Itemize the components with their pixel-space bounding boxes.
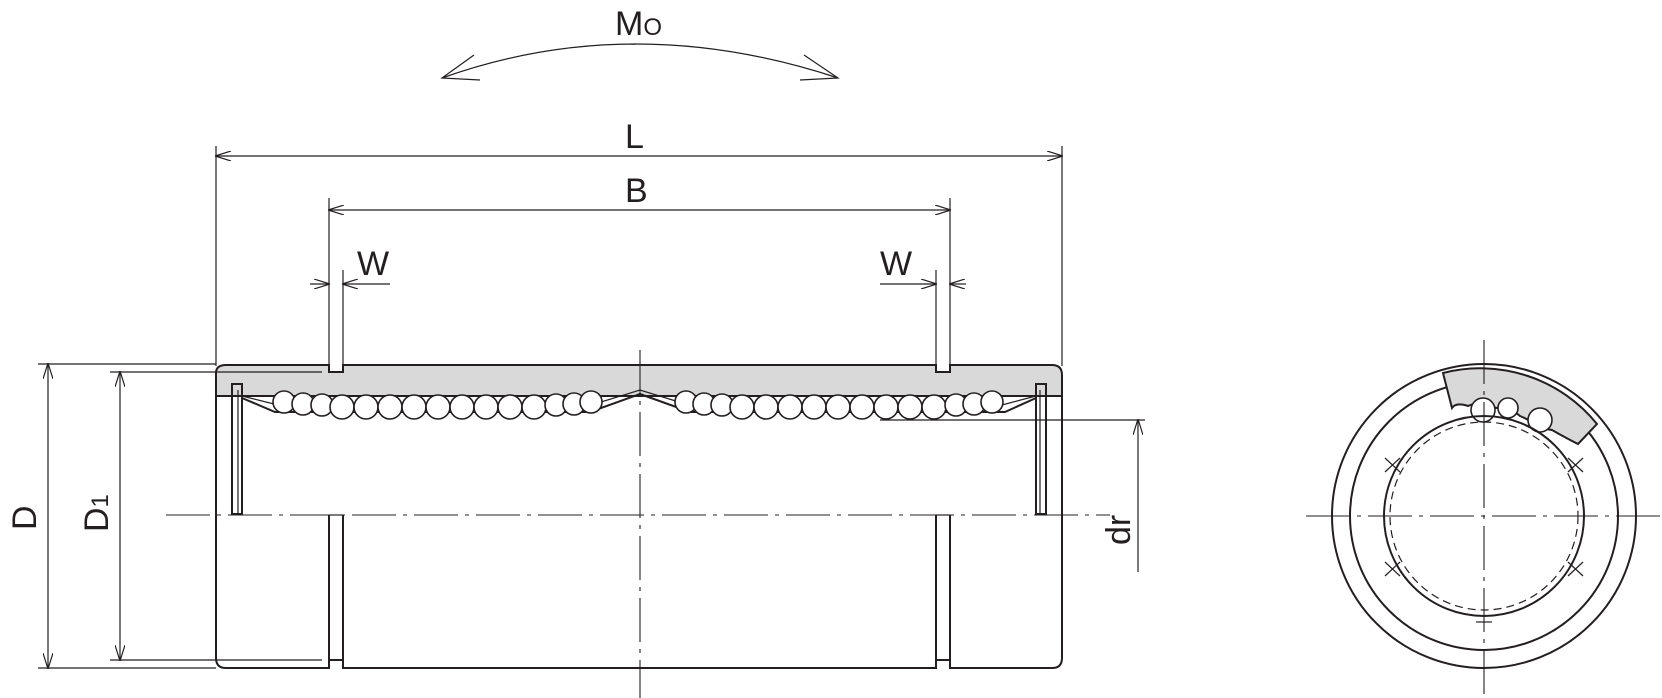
dimension-b [329, 198, 950, 366]
dimension-l [216, 146, 1062, 366]
groove-width-right-label: W [880, 245, 912, 283]
dimension-w-left [310, 270, 390, 366]
inscribed-diameter-label: dr [1100, 515, 1138, 545]
dimension-d [38, 364, 216, 668]
ball-row-left [272, 390, 603, 420]
sleeve-section [215, 364, 1063, 397]
length-label: L [625, 118, 644, 156]
bushing-side-view [215, 364, 1145, 669]
groove-width-left-label: W [357, 245, 389, 283]
dimension-w-right [880, 270, 966, 366]
retainer-span-label: B [625, 172, 648, 210]
end-view-section [1441, 367, 1599, 446]
dimension-d1 [110, 372, 322, 660]
outer-diameter-label: D [6, 505, 44, 530]
moment-label: MO [615, 5, 662, 43]
groove-diameter-label: D1 [78, 494, 116, 532]
moment-arrow [440, 43, 840, 81]
ball-row-right [674, 390, 1004, 420]
